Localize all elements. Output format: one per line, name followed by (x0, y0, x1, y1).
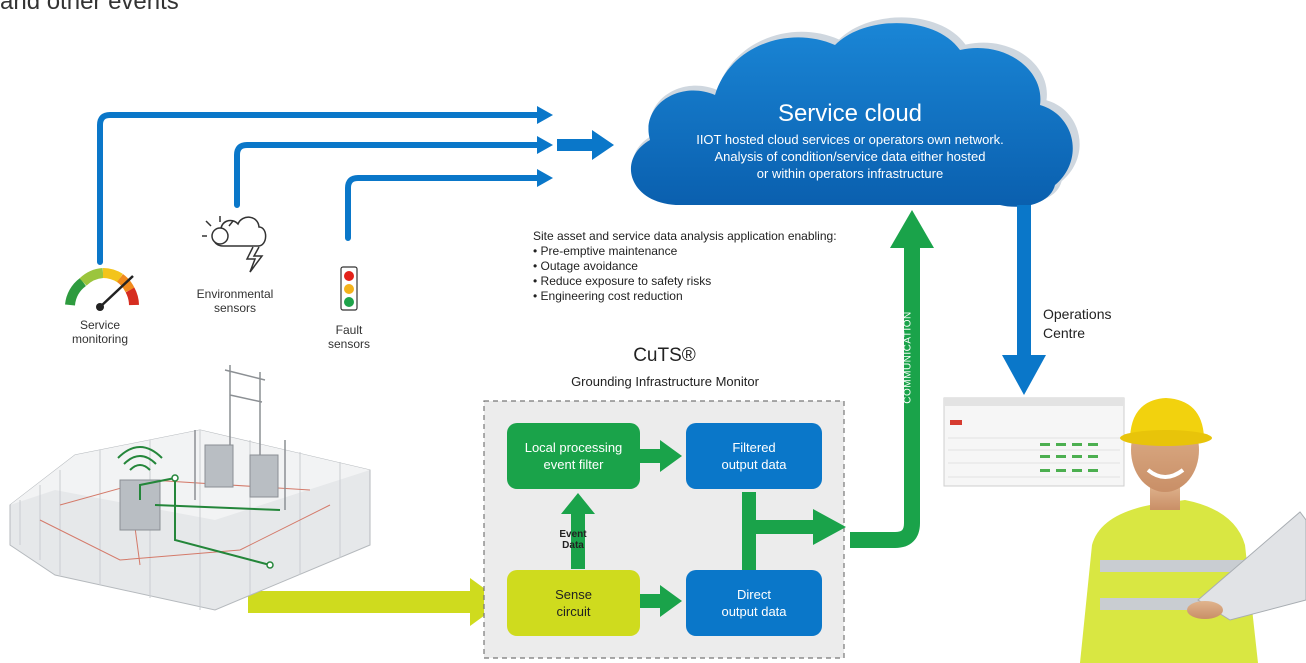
cloud-desc-line: or within operators infrastructure (756, 166, 944, 181)
cuts-title: CuTS® (633, 345, 696, 366)
box-line: circuit (556, 604, 591, 619)
label-line: Operations (1043, 306, 1112, 322)
box-line: Sense (555, 587, 592, 602)
filtered-output-box: Filtered output data (686, 423, 822, 489)
analysis-bullet: • Reduce exposure to safety risks (533, 274, 712, 288)
analysis-bullet: • Pre-emptive maintenance (533, 244, 678, 258)
box-line: event filter (543, 457, 604, 472)
cloud-desc-line: Analysis of condition/service data eithe… (714, 149, 986, 164)
analysis-intro: Site asset and service data analysis app… (533, 229, 837, 243)
event-data-label: Event Data (553, 529, 593, 551)
direct-output-box: Direct output data (686, 570, 822, 636)
analysis-bullet: • Outage avoidance (533, 259, 638, 273)
sensor-arrowheads (537, 106, 614, 187)
gauge-icon (65, 268, 139, 311)
local-processing-box: Local processing event filter (507, 423, 640, 489)
service-monitoring-label: Service monitoring (50, 318, 150, 346)
engineer-illustration (1080, 398, 1306, 663)
header-partial-text: and other events (0, 0, 179, 15)
label-line: Data (562, 540, 584, 551)
communication-label: COMMUNICATION (902, 311, 914, 404)
label-line: sensors (213, 301, 257, 315)
box-line: Direct (737, 587, 771, 602)
internal-arrows (561, 440, 846, 617)
cloud-desc-line: IIOT hosted cloud services or operators … (696, 132, 1004, 147)
fault-sensors-label: Fault sensors (309, 323, 389, 351)
box-line: Filtered (732, 440, 776, 455)
weather-icon (202, 216, 267, 273)
substation-illustration (9, 365, 371, 611)
analysis-bullet: • Engineering cost reduction (533, 289, 683, 303)
label-line: Centre (1043, 325, 1086, 341)
sense-circuit-box: Sense circuit (507, 570, 640, 636)
box-line: output data (721, 457, 787, 472)
operations-arrow (1002, 205, 1046, 395)
cuts-subtitle: Grounding Infrastructure Monitor (571, 374, 759, 389)
operations-centre-label: Operations Centre (1043, 305, 1111, 343)
sense-input-arrow (248, 578, 503, 626)
label-line: Fault (335, 323, 363, 337)
environmental-sensors-label: Environmental sensors (180, 287, 290, 315)
cloud-description: IIOT hosted cloud services or operators … (640, 131, 1060, 182)
label-line: monitoring (71, 332, 129, 346)
traffic-light-icon (340, 266, 358, 311)
label-line: Environmental (196, 287, 274, 301)
box-line: Local processing (524, 440, 623, 455)
cloud-title: Service cloud (777, 100, 923, 127)
box-line: output data (721, 604, 787, 619)
communication-path (850, 210, 934, 548)
service-cloud (630, 17, 1080, 207)
label-line: sensors (327, 337, 371, 351)
sensor-data-lines (97, 112, 543, 265)
label-line: Service (79, 318, 120, 332)
analysis-text: Site asset and service data analysis app… (533, 229, 837, 304)
label-line: Event (559, 529, 587, 540)
dashboard-screenshot (943, 397, 1125, 487)
